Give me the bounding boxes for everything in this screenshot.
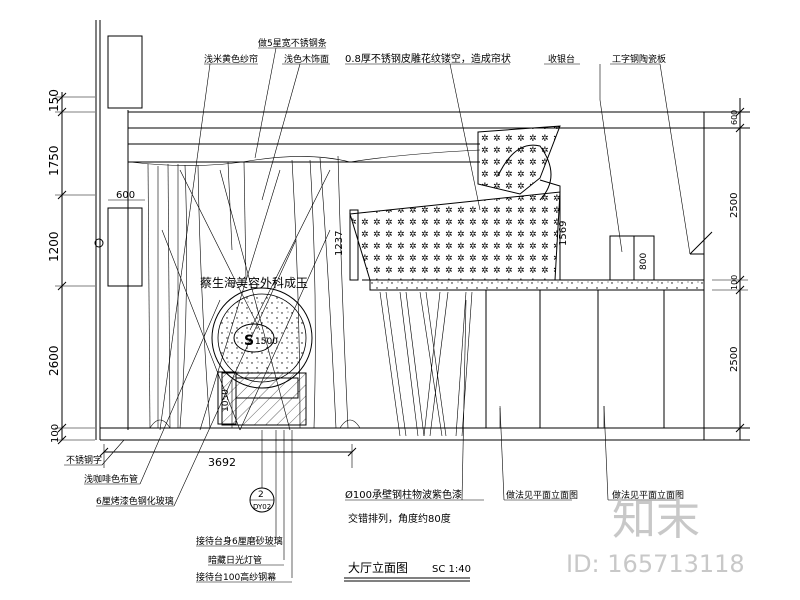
right-dimension-chain: 600 2500 100 2500 [712, 98, 748, 440]
disc-logo: S [244, 333, 254, 349]
label-trim-steel: 做5星宽不锈钢条 [258, 37, 327, 49]
label-ceiling-note: 0.8厚不锈钢皮雕花纹镂空，造成帘状 [345, 52, 511, 65]
label-craft-panel: 工字钢陶瓷板 [612, 53, 666, 65]
dim-left-1200: 1200 [47, 231, 61, 262]
label-note-b: 做法见平面立面图 [612, 489, 684, 501]
dim-width-600: 600 [116, 190, 135, 201]
callout-sheet: DY02 [253, 503, 271, 511]
wall-sign: 蔡生海美容外科成玉 [200, 275, 308, 290]
label-counter-top: 接待台100高纱钢幕 [196, 571, 276, 583]
top-annotations: 做5星宽不锈钢条 浅米黄色纱帘 浅色木饰面 0.8厚不锈钢皮雕花纹镂空，造成帘状… [159, 37, 691, 431]
dim-right-100: 100 [730, 275, 739, 290]
bottom-left-annotations: 不锈钢字 浅咖啡色布管 6厘烤漆色钢化玻璃 [64, 239, 297, 507]
watermark-brand: 知末 [612, 494, 700, 545]
dim-left-150: 150 [47, 89, 61, 112]
dim-inner-1050: 1050 [221, 389, 231, 412]
dim-left-2600: 2600 [47, 345, 61, 376]
drawing-title: 大厅立面图 [348, 560, 408, 575]
diagonal-pipes [379, 291, 473, 437]
right-wall-panels: 800 1569 1237 [334, 112, 713, 440]
label-steel-bar: 不锈钢字 [66, 454, 102, 466]
dim-right-2500-top: 2500 [729, 193, 740, 218]
label-pipes: Ø100承壁钢柱物波紫色漆 [345, 488, 462, 501]
label-curtain-inner: 浅色木饰面 [284, 53, 329, 65]
dim-width-3692: 3692 [208, 456, 236, 469]
dim-inner-1237: 1237 [334, 231, 345, 256]
dim-inner-800: 800 [639, 253, 649, 270]
label-curtain-outer: 浅米黄色纱帘 [204, 53, 258, 65]
watermark-id: ID: 165713118 [566, 550, 745, 578]
dim-left-100: 100 [50, 424, 61, 443]
dim-inner-1569: 1569 [558, 221, 569, 246]
label-pipes-sub: 交错排列，角度约80度 [348, 512, 451, 525]
label-note-a: 做法见平面立面图 [506, 489, 578, 501]
left-dimension-chain: 150 1750 1200 2600 100 [47, 89, 95, 445]
label-wall-cloth: 浅咖啡色布管 [84, 473, 138, 485]
dim-right-600: 600 [730, 110, 739, 125]
drawing-title-block: 大厅立面图 SC 1:40 [344, 560, 471, 582]
counter-top [362, 279, 705, 291]
dim-left-1750: 1750 [47, 145, 61, 176]
drawing-scale: SC 1:40 [432, 564, 471, 575]
callout-number: 2 [258, 490, 264, 500]
detail-callout: 2 DY02 [249, 430, 275, 513]
label-counter: 收银台 [548, 53, 575, 65]
reception-desk: 1050 [217, 371, 307, 428]
label-glass-tile: 6厘烤漆色钢化玻璃 [96, 495, 174, 507]
left-wall-section: 600 [94, 20, 145, 440]
dim-right-2500-bottom: 2500 [729, 347, 740, 372]
dim-inner-1500: 1500 [255, 337, 278, 347]
bottom-dimension: 3692 [99, 444, 357, 469]
label-hidden-light: 暗藏日光灯管 [208, 554, 262, 566]
starred-ceiling-feature [349, 125, 561, 281]
bottom-center-annotations: 接待台身6厘磨砂玻璃 暗藏日光灯管 接待台100高纱钢幕 Ø100承壁钢柱物波紫… [196, 299, 684, 583]
label-counter-glass: 接待台身6厘磨砂玻璃 [196, 535, 283, 547]
watermark: 知末 ID: 165713118 [566, 494, 745, 578]
